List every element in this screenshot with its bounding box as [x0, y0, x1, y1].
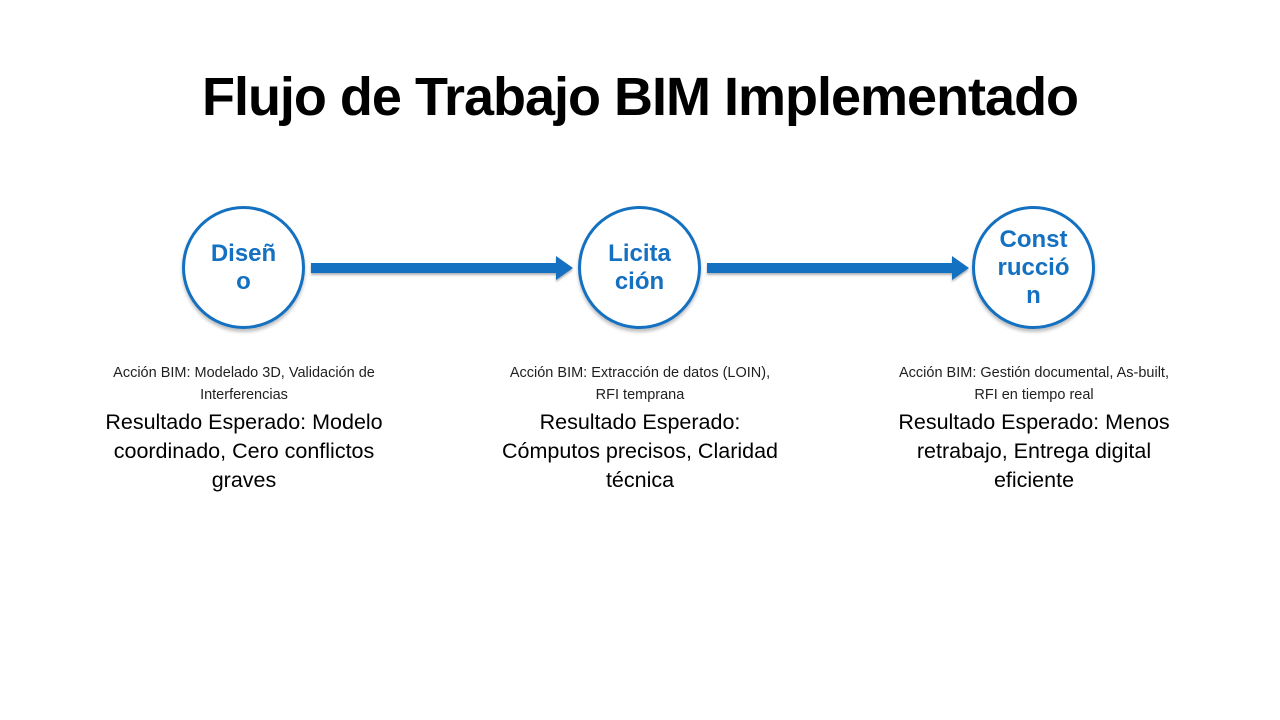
arrow-head-icon: [556, 256, 573, 280]
flow-arrow-diseno-to-licitacion: [311, 256, 573, 280]
accion-line: RFI en tiempo real: [974, 387, 1094, 403]
stage-circle-diseno: Diseñ o: [182, 206, 305, 329]
stage-label-line: n: [1026, 281, 1041, 309]
accion-line: Interferencias: [200, 387, 288, 403]
resultado-line: retrabajo, Entrega digital: [916, 439, 1152, 463]
resultado-line: técnica: [605, 468, 675, 492]
resultado-line: eficiente: [993, 468, 1075, 492]
stage-circle-label: Diseñ o: [211, 240, 276, 296]
accion-line: RFI temprana: [595, 387, 685, 403]
stage-label-line: ción: [614, 267, 665, 295]
stage-label-line: rucció: [997, 253, 1070, 281]
stage-label-line: Const: [999, 225, 1068, 253]
resultado-line: Resultado Esperado:: [539, 410, 741, 434]
stage-detail-licitacion: Acción BIM: Extracción de datos (LOIN), …: [450, 362, 830, 495]
stage-circle-label: Const rucció n: [997, 226, 1069, 310]
accion-line: Acción BIM: Extracción de datos (LOIN),: [509, 365, 771, 381]
resultado-esperado-text: Resultado Esperado: Menos retrabajo, Ent…: [844, 408, 1224, 495]
arrow-shaft: [707, 263, 952, 273]
accion-bim-text: Acción BIM: Gestión documental, As-built…: [844, 362, 1224, 406]
accion-bim-text: Acción BIM: Modelado 3D, Validación de I…: [54, 362, 434, 406]
resultado-line: Cómputos precisos, Claridad: [501, 439, 779, 463]
resultado-line: Resultado Esperado: Menos: [898, 410, 1170, 434]
accion-bim-text: Acción BIM: Extracción de datos (LOIN), …: [450, 362, 830, 406]
resultado-esperado-text: Resultado Esperado: Modelo coordinado, C…: [54, 408, 434, 495]
flow-arrow-licitacion-to-construccion: [707, 256, 969, 280]
stage-detail-construccion: Acción BIM: Gestión documental, As-built…: [844, 362, 1224, 495]
resultado-esperado-text: Resultado Esperado: Cómputos precisos, C…: [450, 408, 830, 495]
slide-title: Flujo de Trabajo BIM Implementado: [201, 67, 1079, 127]
arrow-head-icon: [952, 256, 969, 280]
resultado-line: Resultado Esperado: Modelo: [105, 410, 383, 434]
resultado-line: graves: [211, 468, 277, 492]
arrow-shaft: [311, 263, 556, 273]
resultado-line: coordinado, Cero conflictos: [113, 439, 375, 463]
stage-label-line: Licita: [608, 239, 671, 267]
stage-circle-licitacion: Licita ción: [578, 206, 701, 329]
accion-line: Acción BIM: Gestión documental, As-built…: [899, 365, 1169, 381]
stage-circle-construccion: Const rucció n: [972, 206, 1095, 329]
stage-circle-label: Licita ción: [608, 240, 671, 296]
stage-detail-diseno: Acción BIM: Modelado 3D, Validación de I…: [54, 362, 434, 495]
stage-label-line: Diseñ: [210, 239, 277, 267]
accion-line: Acción BIM: Modelado 3D, Validación de: [113, 365, 375, 381]
stage-label-line: o: [236, 267, 251, 295]
